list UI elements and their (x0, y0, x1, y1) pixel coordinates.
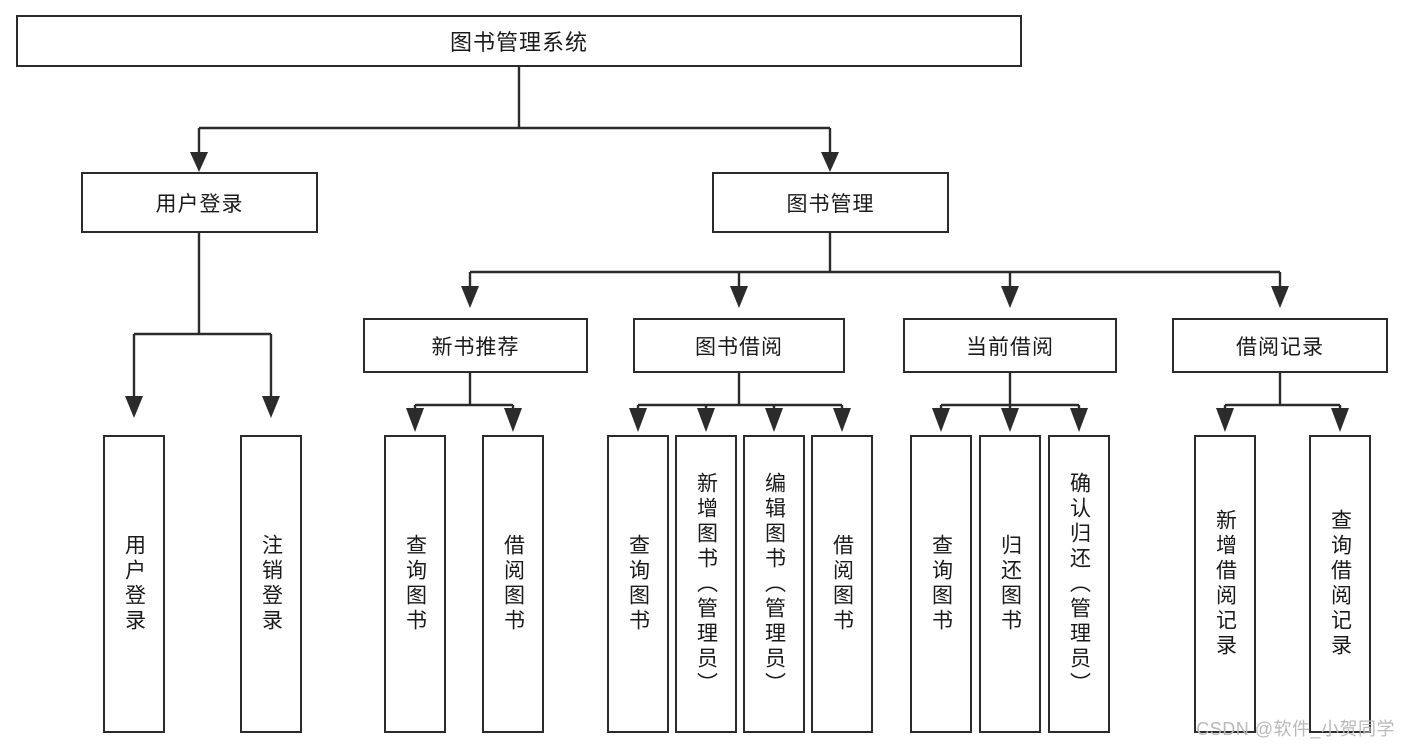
arrow-bookmgmt (821, 152, 839, 172)
arrow-currentborrow-leaf-1 (932, 408, 950, 432)
leaf-new-book-borrow[interactable]: 借阅图书 (482, 435, 544, 733)
leaf-book-borrow-add[interactable]: 新增图书（管理员） (675, 435, 737, 733)
arrow-borrowrecords-leaf-2 (1331, 408, 1349, 432)
node-label: 用户登录 (155, 192, 244, 216)
leaf-current-borrow-return[interactable]: 归还图书 (979, 435, 1041, 733)
node-new-book-recommend[interactable]: 新书推荐 (363, 318, 588, 373)
leaf-label: 查询图书 (626, 534, 650, 634)
leaf-book-borrow-edit[interactable]: 编辑图书（管理员） (743, 435, 805, 733)
leaf-current-borrow-query[interactable]: 查询图书 (910, 435, 972, 733)
node-label: 新书推荐 (431, 335, 520, 359)
leaf-label: 注销登录 (259, 534, 283, 634)
node-borrow-records[interactable]: 借阅记录 (1172, 318, 1388, 373)
leaf-book-borrow-query[interactable]: 查询图书 (607, 435, 669, 733)
node-current-borrow[interactable]: 当前借阅 (903, 318, 1117, 373)
arrow-borrowrecords (1271, 286, 1289, 308)
node-label: 图书借阅 (695, 335, 783, 359)
leaf-label: 查询图书 (403, 534, 427, 634)
leaf-book-borrow-borrow[interactable]: 借阅图书 (811, 435, 873, 733)
arrow-bookborrow-leaf-4 (833, 408, 851, 432)
node-label: 图书管理系统 (449, 30, 588, 55)
watermark-text: CSDN @软件_小贺同学 (1196, 719, 1395, 739)
leaf-label: 借阅图书 (830, 534, 854, 634)
node-book-borrow[interactable]: 图书借阅 (633, 318, 845, 373)
arrow-newbook-leaf-2 (504, 408, 522, 432)
node-label: 当前借阅 (966, 335, 1054, 359)
arrow-newbook (461, 286, 479, 308)
node-label: 借阅记录 (1236, 335, 1324, 359)
arrow-userlogin-leaf-2 (262, 396, 280, 418)
arrow-currentborrow-leaf-2 (1001, 408, 1019, 432)
arrow-bookborrow-leaf-1 (629, 408, 647, 432)
arrow-userlogin (190, 152, 208, 172)
leaf-label: 确认归还（管理员） (1067, 471, 1091, 697)
leaf-borrow-records-query[interactable]: 查询借阅记录 (1309, 435, 1371, 733)
leaf-label: 用户登录 (122, 534, 146, 634)
node-user-login[interactable]: 用户登录 (81, 172, 318, 233)
arrow-userlogin-leaf-1 (125, 396, 143, 418)
leaf-label: 借阅图书 (501, 534, 525, 634)
leaf-label: 查询借阅记录 (1328, 509, 1352, 659)
leaf-label: 新增图书（管理员） (694, 471, 718, 697)
node-book-management[interactable]: 图书管理 (712, 172, 949, 233)
arrow-bookborrow-leaf-3 (765, 408, 783, 432)
leaf-user-login-logout[interactable]: 注销登录 (240, 435, 302, 733)
leaf-label: 新增借阅记录 (1213, 509, 1237, 659)
leaf-user-login-login[interactable]: 用户登录 (103, 435, 165, 733)
arrow-currentborrow-leaf-3 (1070, 408, 1088, 432)
leaf-label: 编辑图书（管理员） (762, 471, 786, 697)
arrow-bookborrow (730, 286, 748, 308)
leaf-label: 归还图书 (998, 534, 1022, 634)
arrow-borrowrecords-leaf-1 (1216, 408, 1234, 432)
arrow-currentborrow (1001, 286, 1019, 308)
leaf-new-book-query[interactable]: 查询图书 (384, 435, 446, 733)
node-label: 图书管理 (786, 192, 875, 216)
arrow-newbook-leaf-1 (406, 408, 424, 432)
node-root-book-management-system[interactable]: 图书管理系统 (16, 15, 1022, 67)
leaf-current-borrow-confirm-return[interactable]: 确认归还（管理员） (1048, 435, 1110, 733)
leaf-label: 查询图书 (929, 534, 953, 634)
arrow-bookborrow-leaf-2 (697, 408, 715, 432)
leaf-borrow-records-add[interactable]: 新增借阅记录 (1194, 435, 1256, 733)
